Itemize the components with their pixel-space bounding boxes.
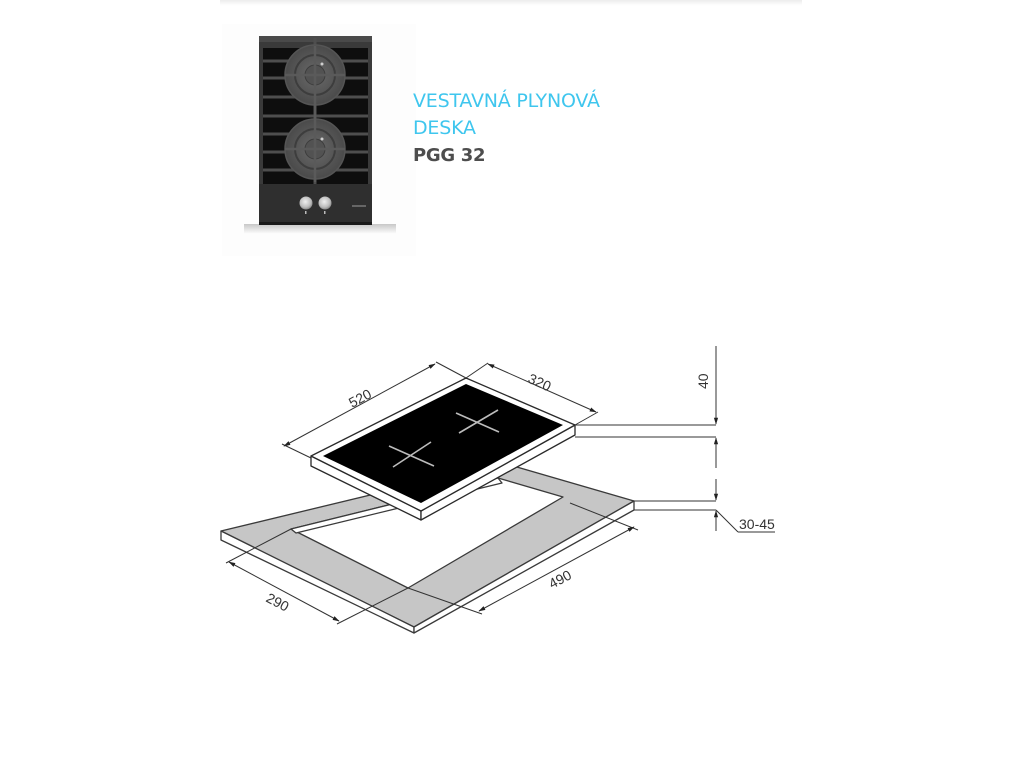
product-category-line1: VESTAVNÁ PLYNOVÁ: [413, 90, 600, 112]
dimension-520: [281, 361, 467, 459]
product-category-line2: DESKA: [413, 117, 476, 139]
knob-left: [299, 196, 313, 210]
product-model: PGG 32: [413, 145, 486, 166]
dimension-40: [575, 346, 719, 468]
hob: [310, 377, 576, 521]
knob-right: [318, 196, 332, 210]
dimension-30-45: [634, 479, 775, 533]
dimension-290: [225, 528, 409, 625]
product-photo: [222, 24, 416, 256]
dimension-490: [407, 502, 639, 615]
gas-hob-image: [244, 36, 396, 234]
top-divider: [220, 0, 802, 6]
product-title-block: VESTAVNÁ PLYNOVÁ DESKA PGG 32: [413, 88, 673, 169]
dim-label-290: 290: [264, 590, 292, 615]
dim-label-490: 490: [546, 566, 574, 591]
dimension-320: [465, 362, 599, 426]
dim-label-30-45: 30-45: [739, 516, 775, 532]
dim-label-40: 40: [695, 373, 711, 389]
dim-label-520: 520: [346, 385, 374, 410]
countertop: [220, 462, 635, 634]
dim-label-320: 320: [526, 370, 554, 394]
